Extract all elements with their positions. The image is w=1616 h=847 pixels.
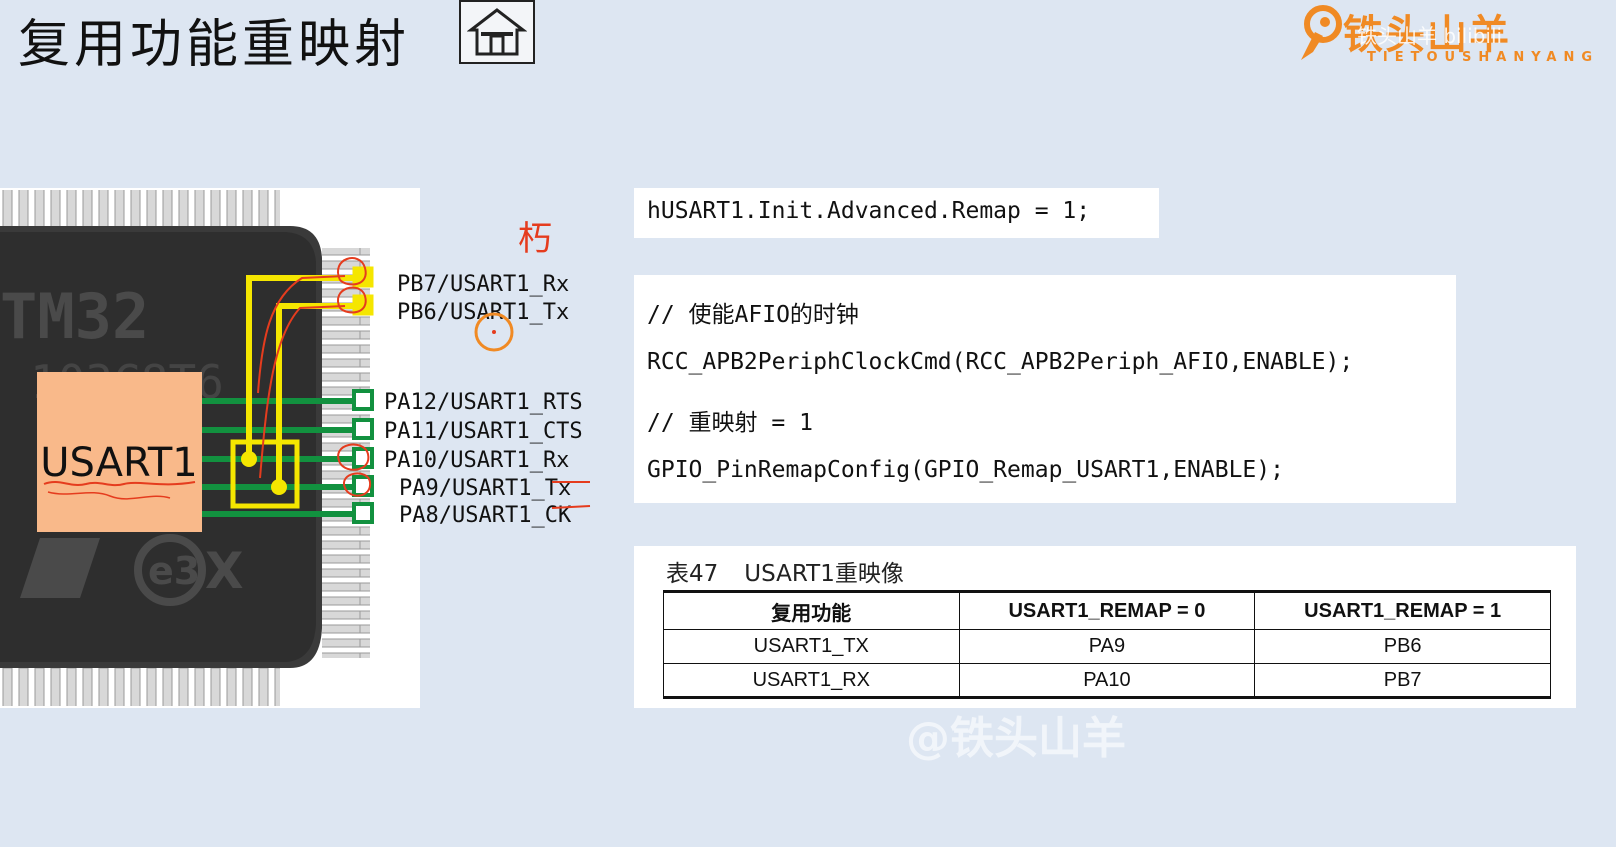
svg-text:X: X (205, 542, 244, 600)
pin-pad-pa11 (352, 418, 374, 440)
brand-logo: 铁头山羊 铁头山羊 bilibili TIETOUSHANYANG (1295, 2, 1595, 66)
pin-label-pa9: PA9/USART1_Tx (399, 476, 572, 501)
table-row: USART1_RX PA10 PB7 (663, 663, 1551, 699)
table-cell: PB6 (1254, 629, 1551, 664)
ram-head-icon (1301, 5, 1342, 60)
pin-label-pb7: PB7/USART1_Rx (397, 272, 570, 297)
table-title: USART1重映像 (744, 561, 904, 587)
handwritten-annotations: 朽 (474, 220, 591, 509)
usart1-block (37, 372, 202, 532)
usart1-label: USART1 (40, 440, 198, 486)
table-cell: USART1_RX (663, 663, 960, 699)
code-comment-remap: // 重映射 = 1 (647, 410, 813, 436)
table-cell: PA9 (958, 629, 1256, 664)
pin-pad-pa8 (352, 502, 374, 524)
chip-silkscreen: TM32 (0, 280, 149, 353)
pin-label-pa12: PA12/USART1_RTS (384, 390, 583, 415)
code-clock-enable: RCC_APB2PeriphClockCmd(RCC_APB2Periph_AF… (647, 349, 1354, 375)
table-caption: 表47 USART1重映像 (666, 554, 904, 588)
home-icon (467, 8, 527, 56)
code-comment-afio: // 使能AFIO的时钟 (647, 302, 859, 328)
table-header: USART1_REMAP = 0 (958, 590, 1256, 630)
pin-pad-pa12 (352, 389, 374, 411)
watermark: @铁头山羊 (906, 713, 1126, 764)
remap-table-panel: 表47 USART1重映像 复用功能 USART1_REMAP = 0 USART… (634, 546, 1576, 708)
pin-pad-pb6 (352, 294, 374, 316)
svg-text:e3: e3 (148, 549, 200, 593)
brand-overlay: 铁头山羊 bilibili (1357, 24, 1503, 48)
table-cell: PA10 (958, 663, 1256, 699)
pin-label-pa8: PA8/USART1_CK (399, 503, 572, 528)
brand-name-cn: 铁头山羊 (1343, 12, 1511, 58)
pin-label-pa11: PA11/USART1_CTS (384, 419, 583, 444)
pin-pad-pb7 (352, 266, 374, 288)
handwritten-note: 朽 (518, 220, 552, 259)
remap-table: 复用功能 USART1_REMAP = 0 USART1_REMAP = 1 U… (663, 590, 1551, 699)
stdlib-code-box: // 使能AFIO的时钟 RCC_APB2PeriphClockCmd(RCC_… (634, 275, 1456, 503)
pin-label-pa10: PA10/USART1_Rx (384, 448, 570, 473)
table-cell: USART1_TX (663, 629, 960, 664)
cursor-circle (474, 312, 514, 352)
table-header: USART1_REMAP = 1 (1254, 590, 1551, 630)
table-number: 表47 (666, 561, 719, 587)
table-cell: PB7 (1254, 663, 1551, 699)
hal-code-line: hUSART1.Init.Advanced.Remap = 1; (647, 198, 1091, 224)
brand-name-en: TIETOUSHANYANG (1367, 50, 1600, 65)
table-row: USART1_TX PA9 PB6 (663, 629, 1551, 664)
hal-code-box: hUSART1.Init.Advanced.Remap = 1; (634, 188, 1159, 238)
code-remap-config: GPIO_PinRemapConfig(GPIO_Remap_USART1,EN… (647, 457, 1284, 483)
table-header: 复用功能 (663, 590, 960, 630)
chip-diagram: TM32 103C8T6 e3 X USART1 (0, 188, 420, 708)
pin-label-pb6: PB6/USART1_Tx (397, 300, 570, 325)
page-title: 复用功能重映射 (18, 15, 411, 75)
chip-illustration: TM32 103C8T6 e3 X USART1 (0, 190, 374, 706)
home-button[interactable] (459, 0, 535, 64)
